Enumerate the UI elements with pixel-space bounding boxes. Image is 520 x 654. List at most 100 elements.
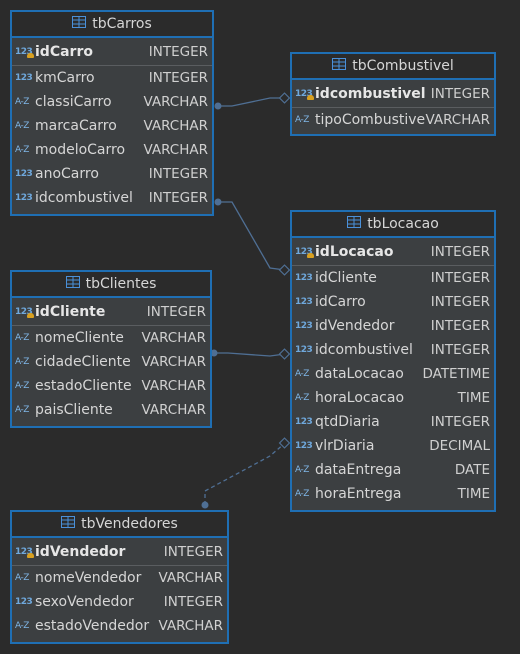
primary-key-icon [27,313,34,318]
table-icon [347,216,367,232]
numeric-type-icon: 123 [15,73,33,83]
column-name: estadoCliente [35,378,132,394]
column-type: VARCHAR [143,94,208,110]
column-type: VARCHAR [143,142,208,158]
column-type: DATETIME [422,366,490,382]
table-icon [332,58,352,74]
column-type: INTEGER [148,166,208,182]
table-header[interactable]: tbClientes [12,272,210,298]
column-name: horaLocacao [315,390,405,406]
numeric-type-icon: 123 [15,46,33,57]
column-name: sexoVendedor [35,594,134,610]
column-name: nomeVendedor [35,570,142,586]
column-name: idLocacao [315,243,394,260]
table-title: tbCarros [92,16,152,32]
text-type-icon: A-Z [15,381,29,391]
table-header[interactable]: tbLocacao [292,212,494,238]
column-type: VARCHAR [143,118,208,134]
column-name: estadoVendedor [35,618,150,634]
relation-end-dot [210,349,218,357]
column-type: INTEGER [430,414,490,430]
column-name: qtdDiaria [315,414,380,430]
relation-end-dot [214,198,222,206]
primary-key-icon [27,553,34,558]
column-row[interactable]: A-Z estadoCliente VARCHAR [12,374,210,398]
relation-carros-locacao[interactable] [218,201,286,271]
column-type: VARCHAR [158,618,223,634]
column-type: INTEGER [430,85,490,102]
column-row[interactable]: A-Z estadoVendedor VARCHAR [12,614,227,638]
column-type: INTEGER [430,243,490,260]
column-name: idcombustivel [35,190,133,206]
column-type: INTEGER [163,543,223,560]
text-type-icon: A-Z [15,145,29,155]
column-type: DATE [454,462,490,478]
column-type: VARCHAR [141,378,206,394]
relation-carros-combustivel[interactable] [218,97,285,107]
table-icon [72,16,92,32]
text-type-icon: A-Z [15,405,29,415]
column-type: DECIMAL [429,438,490,454]
column-name: nomeCliente [35,330,124,346]
numeric-type-icon: 123 [15,546,33,557]
column-type: INTEGER [430,270,490,286]
table-title: tbVendedores [81,516,178,532]
column-row[interactable]: A-Z classiCarro VARCHAR [12,90,212,114]
column-name: idCliente [315,270,377,286]
relation-end-diamond [278,92,291,104]
column-name: idCarro [35,43,93,60]
column-row[interactable]: A-Z dataLocacao DATETIME [292,362,494,386]
column-name: idVendedor [315,318,395,334]
column-type: VARCHAR [141,354,206,370]
column-name: classiCarro [35,94,112,110]
text-type-icon: A-Z [15,621,29,631]
column-name: dataLocacao [315,366,404,382]
relation-clientes-locacao[interactable] [214,352,286,357]
text-type-icon: A-Z [295,369,309,379]
relation-vendedores-locacao[interactable] [204,442,286,505]
table-header[interactable]: tbCarros [12,12,212,38]
primary-key-icon [307,95,314,100]
table-header[interactable]: tbCombustivel [292,54,494,80]
primary-key-icon [27,53,34,58]
text-type-icon: A-Z [15,97,29,107]
table-header[interactable]: tbVendedores [12,512,227,538]
table-title: tbLocacao [367,216,439,232]
text-type-icon: A-Z [15,333,29,343]
numeric-type-icon: 123 [295,441,313,451]
text-type-icon: A-Z [15,121,29,131]
column-name: vlrDiaria [315,438,375,454]
numeric-type-icon: 123 [15,193,33,203]
relation-end-diamond [278,437,291,449]
